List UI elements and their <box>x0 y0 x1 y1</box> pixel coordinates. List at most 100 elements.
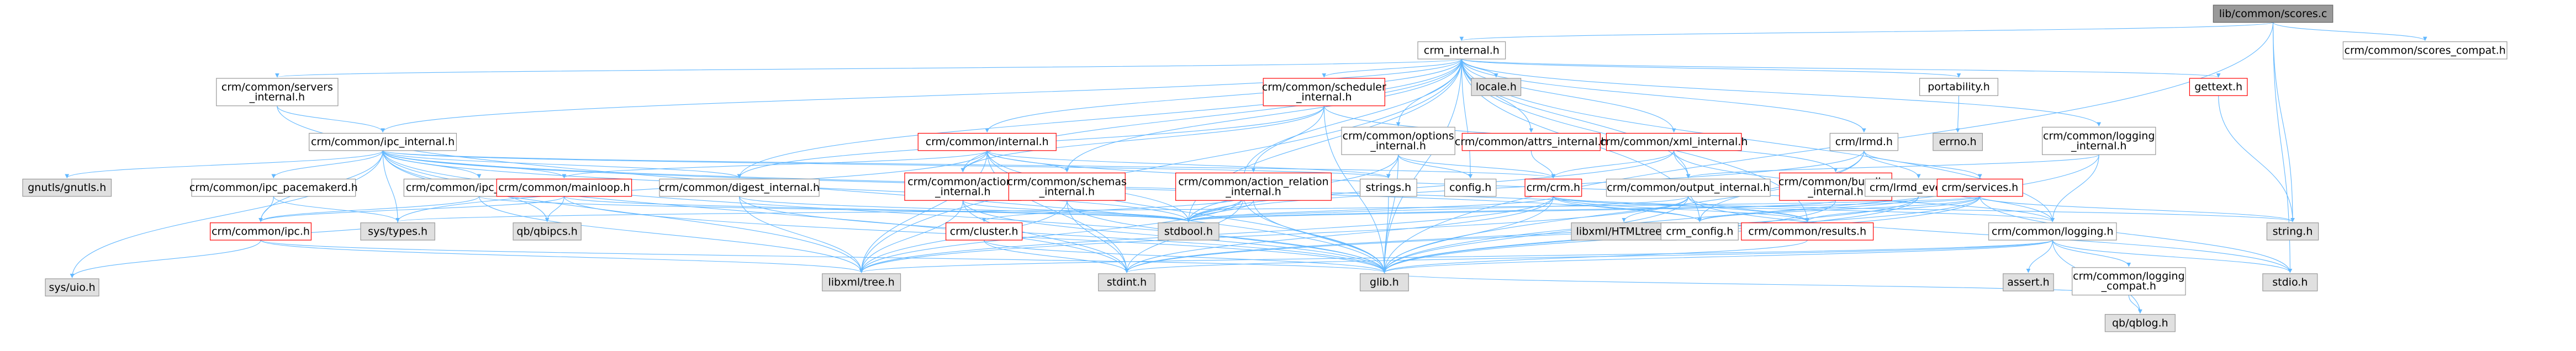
edge-internal-to-lrmd <box>1461 59 1866 133</box>
node-label: _internal.h <box>2071 140 2126 152</box>
node-box <box>1417 41 1506 60</box>
node-label: gettext.h <box>2194 81 2242 93</box>
edge-opts-to-crm <box>1398 154 1556 179</box>
node-label: libxml/tree.h <box>828 276 894 289</box>
node-ipc_int[interactable]: crm/common/ipc_internal.h <box>309 132 457 151</box>
node-assert[interactable]: assert.h <box>2003 273 2054 291</box>
node-action_rel[interactable]: crm/common/action_relation_internal.h <box>1175 172 1332 201</box>
node-cm_int[interactable]: crm/common/internal.h <box>917 132 1057 151</box>
node-crm[interactable]: crm/crm.h <box>1524 178 1582 197</box>
node-label: crm_internal.h <box>1424 44 1500 56</box>
edge-cluster_int-to-cluster <box>981 196 1244 222</box>
node-layer: lib/common/scores.c crm_internal.h crm/com… <box>22 4 2508 332</box>
node-box <box>659 178 820 197</box>
node-opts[interactable]: crm/common/options_internal.h <box>1341 126 1455 155</box>
node-qbipcs[interactable]: qb/qbipcs.h <box>513 222 582 241</box>
node-services[interactable]: crm/services.h <box>1936 178 2023 197</box>
node-actions[interactable]: crm/common/actions_internal.h <box>904 172 1022 201</box>
node-stdbool[interactable]: stdbool.h <box>1158 222 1220 241</box>
node-label: crm/common/schemas <box>1007 176 1127 188</box>
node-label: crm/common/xml_internal.h <box>1600 136 1748 148</box>
node-log_compat[interactable]: crm/common/logging_compat.h <box>2072 267 2186 296</box>
node-label: crm/common/output_internal.h <box>1607 182 1770 194</box>
node-stdio[interactable]: stdio.h <box>2262 273 2318 291</box>
edge-cm_int-to-glib <box>986 150 1387 273</box>
edge-actions-to-stdint <box>962 200 1129 273</box>
node-gnutls[interactable]: gnutls/gnutls.h <box>22 178 112 197</box>
node-sched[interactable]: crm/common/scheduler_internal.h <box>1262 78 1386 107</box>
node-locale[interactable]: locale.h <box>1471 78 1522 96</box>
node-box <box>1461 132 1601 151</box>
node-label: _compat.h <box>2101 280 2156 292</box>
node-attrs[interactable]: crm/common/attrs_internal.h <box>1455 132 1608 151</box>
node-box <box>1524 178 1582 197</box>
node-schemas[interactable]: crm/common/schemas_internal.h <box>1007 172 1127 201</box>
node-log_int[interactable]: crm/common/logging_internal.h <box>2042 126 2156 155</box>
node-cluster[interactable]: crm/cluster.h <box>946 222 1023 241</box>
node-xml_int[interactable]: crm/common/xml_internal.h <box>1600 132 1748 151</box>
node-label: _internal.h <box>1225 185 1281 198</box>
node-servers[interactable]: crm/common/servers_internal.h <box>216 78 339 107</box>
node-sysuio[interactable]: sys/uio.h <box>45 278 99 297</box>
node-gettext[interactable]: gettext.h <box>2189 78 2248 96</box>
node-label: crm_config.h <box>1666 225 1733 237</box>
node-errno[interactable]: errno.h <box>1933 132 1983 151</box>
node-mainloop[interactable]: crm/common/mainloop.h <box>496 178 632 197</box>
node-lrmd[interactable]: crm/lrmd.h <box>1829 132 1899 151</box>
edge-layer <box>65 22 2427 314</box>
edge-output-to-results <box>1688 196 1810 222</box>
node-libxml_tree[interactable]: libxml/tree.h <box>822 273 901 291</box>
node-box <box>946 222 1023 241</box>
edge-output-to-libxml_html <box>1622 196 1689 222</box>
node-glib[interactable]: glib.h <box>1359 273 1409 291</box>
node-stdint[interactable]: stdint.h <box>1098 273 1155 291</box>
node-config[interactable]: config.h <box>1444 178 1497 197</box>
node-output[interactable]: crm/common/output_internal.h <box>1606 178 1771 197</box>
node-box <box>1444 178 1497 197</box>
node-label: libxml/HTMLtree.h <box>1576 225 1672 237</box>
edge-controld-to-stdbool <box>478 196 1191 222</box>
edge-lrmd_ev-to-crm_config <box>1697 196 1919 222</box>
edge-internal-to-ipc_int <box>381 59 1462 133</box>
node-portab[interactable]: portability.h <box>1919 78 1998 96</box>
edge-log_int-to-logging <box>2050 155 2099 222</box>
node-qblog[interactable]: qb/qblog.h <box>2104 314 2176 332</box>
node-box <box>2189 78 2248 96</box>
edge-bundles-to-stdbool <box>1186 200 1836 222</box>
edge-controld-to-ipc <box>258 196 480 222</box>
node-label: _internal.h <box>1370 140 1426 152</box>
edge-crm-to-string <box>1553 196 2295 222</box>
node-systypes[interactable]: sys/types.h <box>360 222 435 241</box>
node-ipc[interactable]: crm/common/ipc.h <box>209 222 312 241</box>
edge-ipc_int-to-digest <box>382 150 742 179</box>
node-label: crm/common/bundles <box>1778 176 1893 188</box>
edge-root-to-glib <box>1382 22 2274 273</box>
node-libxml_html[interactable]: libxml/HTMLtree.h <box>1571 222 1677 241</box>
node-label: crm/common/servers <box>221 81 333 93</box>
node-box <box>1263 78 1385 107</box>
edge-ipc_int-to-systypes <box>382 150 400 222</box>
node-strings[interactable]: strings.h <box>1359 178 1417 197</box>
node-label: crm/common/ipc_pacemakerd.h <box>189 182 358 194</box>
node-box <box>1571 222 1677 241</box>
edge-log_int-to-output <box>1686 154 2099 179</box>
edge-services-to-stdint <box>1125 196 1981 273</box>
node-results[interactable]: crm/common/results.h <box>1741 222 1874 241</box>
edge-mainloop-to-ipc <box>258 196 564 222</box>
node-string[interactable]: string.h <box>2266 222 2319 241</box>
node-logging[interactable]: crm/common/logging.h <box>1988 222 2117 241</box>
node-label: stdbool.h <box>1164 225 1213 237</box>
node-pacemakerd[interactable]: crm/common/ipc_pacemakerd.h <box>189 178 358 197</box>
edge-internal-to-gettext <box>1461 59 2220 78</box>
edge-sched-to-actions <box>960 105 1324 173</box>
node-internal[interactable]: crm_internal.h <box>1417 41 1506 60</box>
node-digest[interactable]: crm/common/digest_internal.h <box>659 178 820 197</box>
node-label: sys/types.h <box>368 225 427 237</box>
node-crm_config[interactable]: crm_config.h <box>1660 222 1739 241</box>
node-compat[interactable]: crm/common/scores_compat.h <box>2342 41 2508 60</box>
node-label: assert.h <box>2007 276 2049 289</box>
node-box <box>1359 273 1409 291</box>
node-root[interactable]: lib/common/scores.c <box>2213 4 2334 23</box>
edge-xml_int-to-stdbool <box>1186 150 1675 222</box>
edge-cm_int-to-logging <box>986 150 2055 222</box>
